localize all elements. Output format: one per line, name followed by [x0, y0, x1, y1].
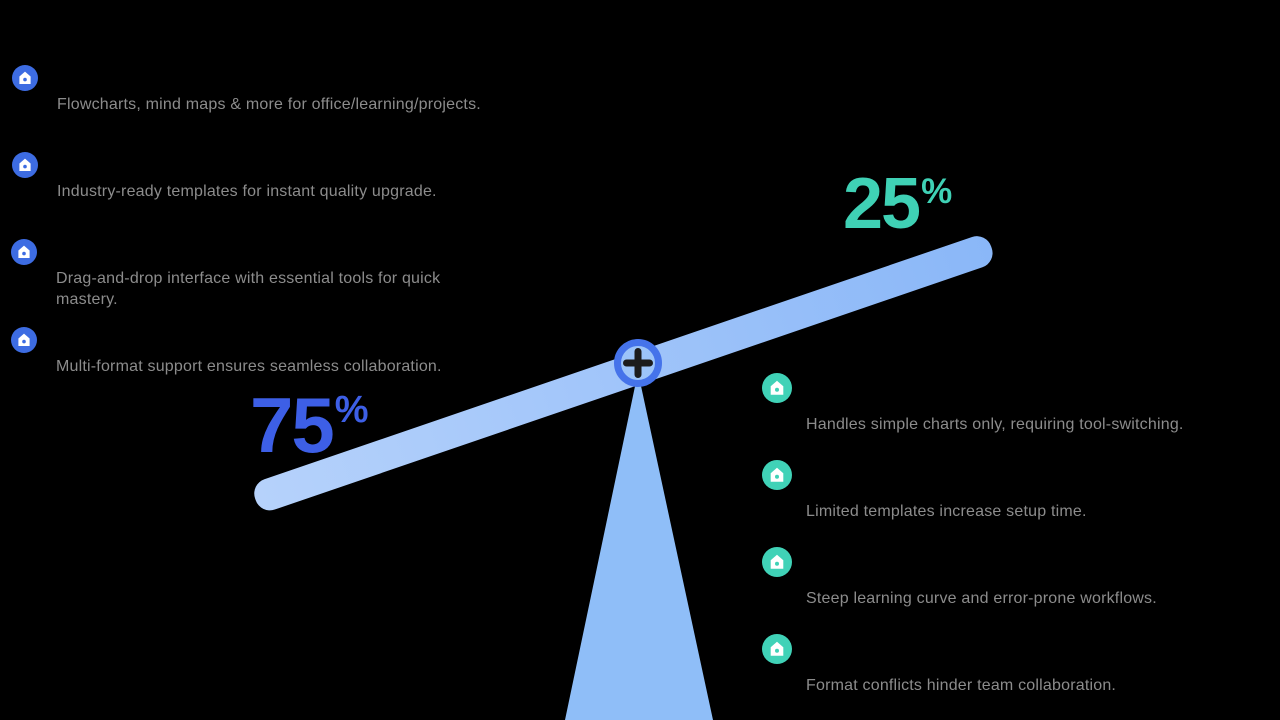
- benefit-text: Drag-and-drop interface with essential t…: [56, 270, 441, 308]
- drawback-text: Steep learning curve and error-prone wor…: [806, 590, 1157, 607]
- plus-icon: [623, 348, 653, 378]
- home-icon: [762, 460, 792, 490]
- benefit-item-3: Drag-and-drop interface with essential t…: [11, 239, 440, 308]
- benefit-item-4: Multi-format support ensures seamless co…: [11, 327, 441, 375]
- drawback-item-2: Limited templates increase setup time.: [762, 460, 1086, 520]
- left-percent-value: 75: [250, 381, 335, 469]
- home-icon: [12, 152, 38, 178]
- benefit-item-1: Flowcharts, mind maps & more for office/…: [12, 65, 481, 113]
- left-percent-symbol: %: [334, 389, 369, 431]
- home-icon: [12, 65, 38, 91]
- home-icon: [11, 327, 37, 353]
- left-percent: 75 %: [250, 386, 369, 464]
- right-percent: 25 %: [843, 168, 952, 240]
- drawback-item-4: Format conflicts hinder team collaborati…: [762, 634, 1116, 694]
- home-icon: [762, 634, 792, 664]
- drawback-text: Format conflicts hinder team collaborati…: [806, 677, 1117, 694]
- drawback-text: Handles simple charts only, requiring to…: [806, 416, 1184, 433]
- drawback-item-1: Handles simple charts only, requiring to…: [762, 373, 1183, 433]
- benefit-item-2: Industry-ready templates for instant qua…: [12, 152, 436, 200]
- benefit-text: Multi-format support ensures seamless co…: [56, 358, 442, 375]
- home-icon: [762, 373, 792, 403]
- benefit-text: Flowcharts, mind maps & more for office/…: [57, 96, 481, 113]
- home-icon: [762, 547, 792, 577]
- fulcrum-triangle: [565, 372, 713, 720]
- benefit-text: Industry-ready templates for instant qua…: [57, 183, 437, 200]
- home-icon: [11, 239, 37, 265]
- right-percent-value: 25: [843, 164, 921, 244]
- drawback-text: Limited templates increase setup time.: [806, 503, 1087, 520]
- right-percent-symbol: %: [921, 172, 953, 211]
- drawback-item-3: Steep learning curve and error-prone wor…: [762, 547, 1157, 607]
